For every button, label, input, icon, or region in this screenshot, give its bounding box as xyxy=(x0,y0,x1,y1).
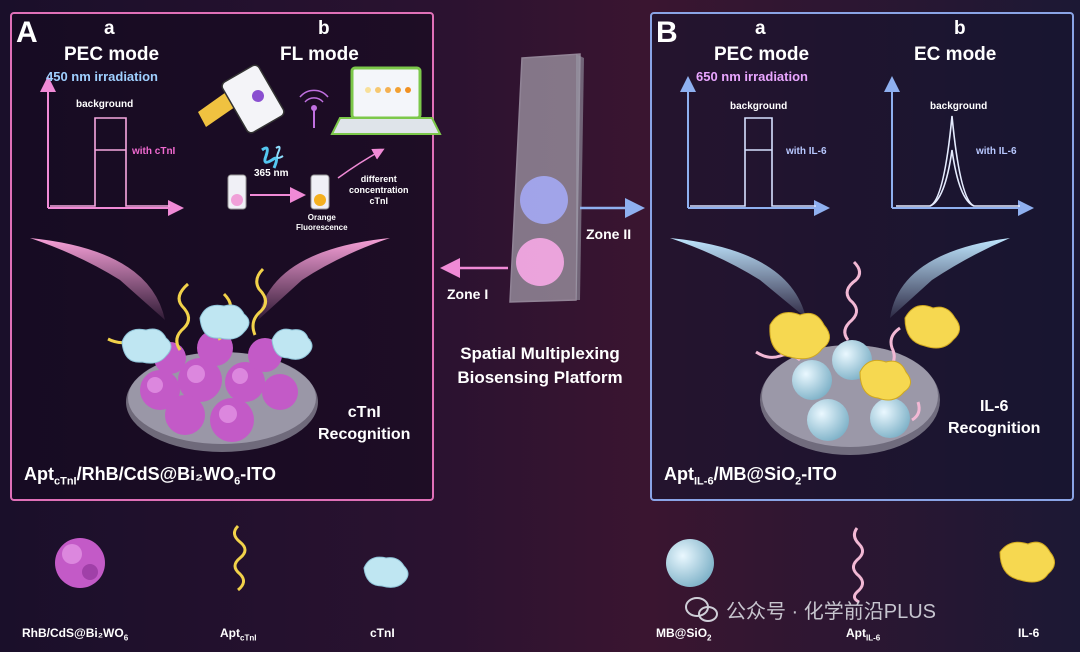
panel-a-electrode-label: AptcTnI/RhB/CdS@Bi₂WO6-ITO xyxy=(24,464,276,488)
laptop-icon xyxy=(330,66,442,135)
cuvette-before xyxy=(227,174,247,210)
zone-1-label: Zone I xyxy=(447,286,489,302)
il6-recognition: IL-6 Recognition xyxy=(948,398,1041,437)
signal-tower-icon xyxy=(299,89,329,128)
smartphone-icon xyxy=(198,64,285,134)
glass-slide xyxy=(509,53,584,303)
panel-a-pec-mode: PEC mode xyxy=(64,44,160,65)
legend-apt-il6-icon xyxy=(852,527,864,604)
panel-b-irradiation: 650 nm irradiation xyxy=(696,69,808,84)
panel-b-pec-mode: PEC mode xyxy=(714,44,810,65)
panel-a-pec-graph xyxy=(40,76,184,216)
panel-b-graph-b-background: background xyxy=(930,101,988,112)
panel-b-pec-graph xyxy=(680,76,830,216)
legend-apt-ctni-label: AptcTnI xyxy=(220,626,257,643)
panel-a-col-b-letter: b xyxy=(318,18,330,39)
concentration-label: different concentration cTnI xyxy=(349,174,409,206)
uv-lamp-icon xyxy=(261,145,284,169)
ctni-recognition: cTnI Recognition xyxy=(318,404,411,443)
legend-apt-ctni-icon xyxy=(233,524,247,592)
panel-b-graph-a-background: background xyxy=(730,101,788,112)
panel-b-ec-graph xyxy=(884,76,1034,216)
legend-apt-il6-label: AptIL-6 xyxy=(846,626,881,643)
cuvette-after xyxy=(310,174,330,210)
panel-b-letter: B xyxy=(656,16,678,49)
legend-rhb-icon xyxy=(55,538,105,588)
platform-title: Spatial Multiplexing Biosensing Platform xyxy=(457,344,623,387)
panel-a-col-a-letter: a xyxy=(104,18,115,39)
panel-a-graph-target: with cTnI xyxy=(132,146,176,157)
panel-a-graph-background: background xyxy=(76,99,134,110)
panel-a-cones xyxy=(30,238,390,320)
panel-b-cones xyxy=(670,238,1010,318)
panel-b-col-b-letter: b xyxy=(954,18,966,39)
panel-a-fl-mode: FL mode xyxy=(280,44,359,65)
panel-a-electrode xyxy=(107,267,318,452)
zone-2-label: Zone II xyxy=(586,226,632,242)
panel-b-graph-a-target: with IL-6 xyxy=(786,146,827,157)
panel-b-ec-mode: EC mode xyxy=(914,44,997,65)
panel-b-graph-b-target: with IL-6 xyxy=(976,146,1017,157)
legend-mb-label: MB@SiO2 xyxy=(656,626,712,643)
panel-a-irradiation: 450 nm irradiation xyxy=(46,69,158,84)
legend-mb-icon xyxy=(666,539,714,587)
uv-wavelength: 365 nm xyxy=(254,168,289,179)
legend-il6-icon xyxy=(999,541,1055,583)
orange-fluorescence-label: Orange Fluorescence xyxy=(296,213,348,232)
wechat-icon xyxy=(685,597,718,622)
legend-ctni-icon xyxy=(363,556,409,588)
panel-b-electrode-label: AptIL-6/MB@SiO2-ITO xyxy=(664,464,837,488)
legend-rhb-label: RhB/CdS@Bi₂WO6 xyxy=(22,626,129,643)
legend-il6-label: IL-6 xyxy=(1018,626,1040,640)
legend-ctni-label: cTnI xyxy=(370,626,395,640)
panel-a-letter: A xyxy=(16,16,38,49)
watermark-text: 公众号 · 化学前沿PLUS xyxy=(726,601,937,623)
panel-b-electrode xyxy=(755,260,960,455)
panel-b-col-a-letter: a xyxy=(755,18,766,39)
